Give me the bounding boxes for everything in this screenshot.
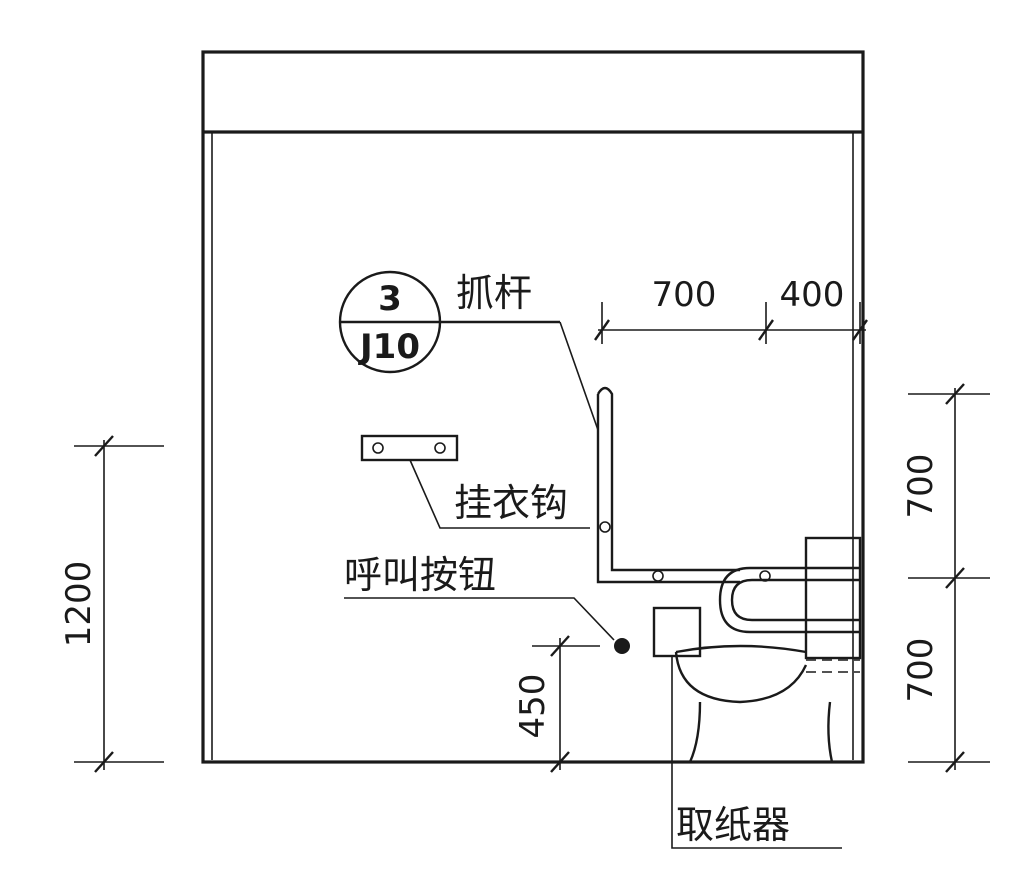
dim-left-total: 1200 bbox=[59, 561, 99, 648]
dim-call-button-height: 450 bbox=[513, 674, 553, 739]
call-button-leader bbox=[344, 597, 615, 641]
dim-top-right: 400 bbox=[780, 275, 845, 315]
call-button-dimension bbox=[532, 635, 600, 773]
index-sheet: J10 bbox=[358, 327, 420, 367]
top-dimension bbox=[594, 302, 868, 344]
grab-bar-leader bbox=[559, 321, 599, 431]
call-button bbox=[614, 638, 630, 654]
wall-frame bbox=[201, 50, 865, 764]
left-dimension bbox=[74, 435, 164, 773]
dim-right-lower: 700 bbox=[901, 638, 941, 703]
call-button-label: 呼叫按钮 bbox=[344, 553, 496, 597]
dim-right-upper: 700 bbox=[901, 454, 941, 519]
coat-hook bbox=[360, 434, 459, 462]
paper-dispenser-label: 取纸器 bbox=[676, 803, 790, 847]
paper-dispenser-leader bbox=[671, 656, 842, 849]
toilet bbox=[674, 536, 862, 763]
coat-hook-label: 挂衣钩 bbox=[454, 481, 568, 525]
grab-bar bbox=[596, 386, 771, 584]
paper-dispenser bbox=[652, 606, 702, 658]
index-number: 3 bbox=[378, 279, 402, 319]
fold-grab-bar bbox=[718, 566, 860, 634]
index-symbol: 3 J10 bbox=[338, 270, 560, 374]
right-dimension bbox=[908, 383, 990, 773]
dim-top-left: 700 bbox=[652, 275, 717, 315]
grab-bar-label: 抓杆 bbox=[456, 271, 532, 315]
coat-hook-leader bbox=[409, 459, 590, 529]
